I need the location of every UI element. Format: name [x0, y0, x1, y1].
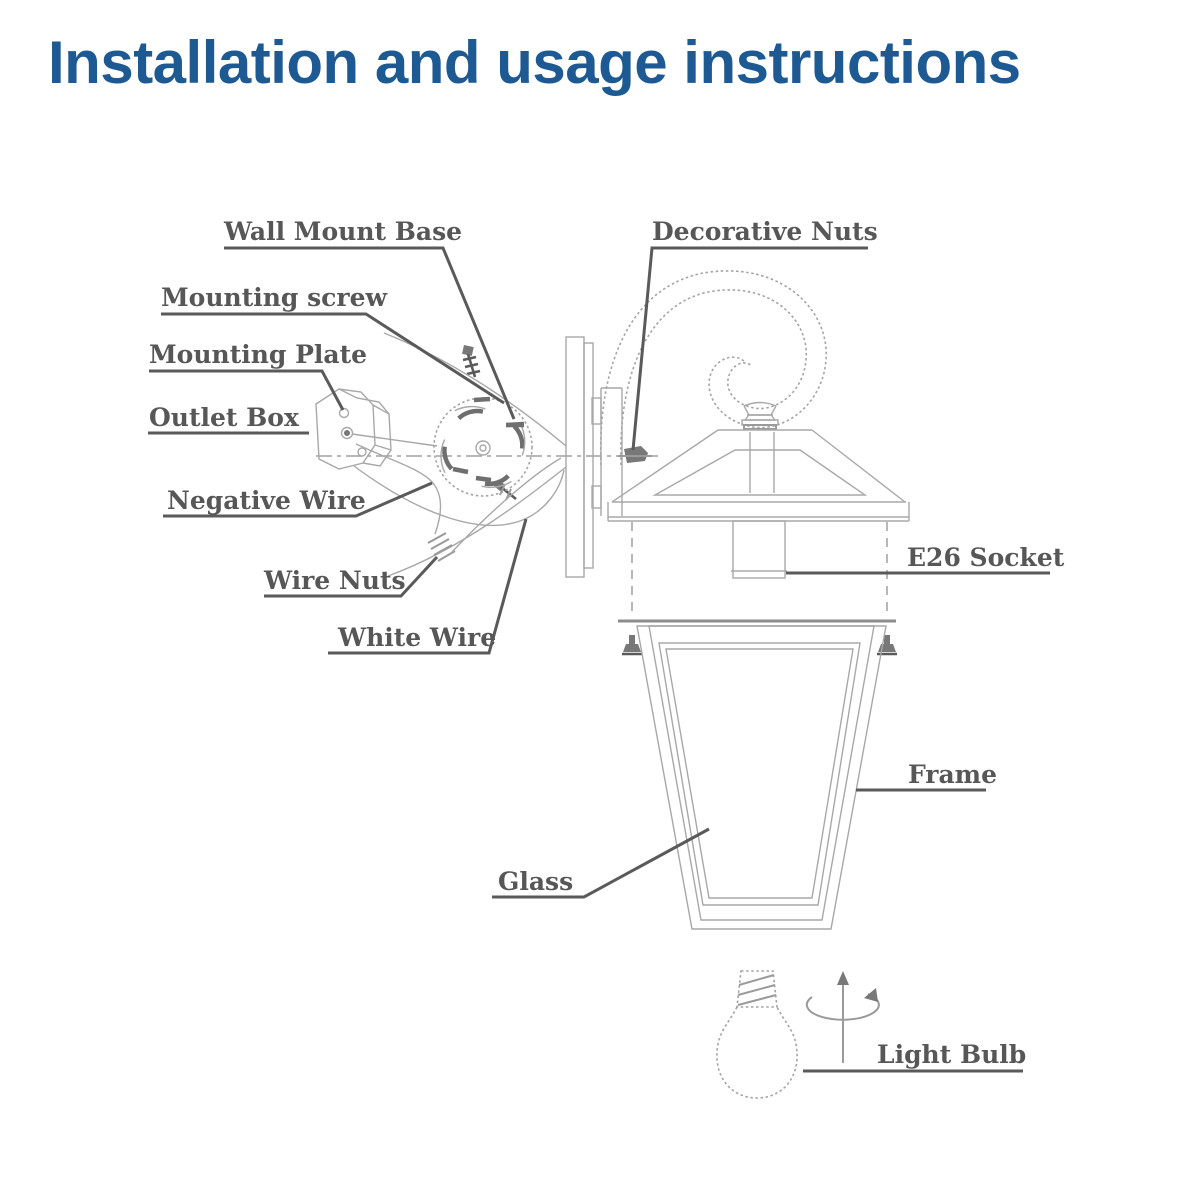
label-outlet-box: Outlet Box [149, 403, 300, 432]
socket-drawing [731, 520, 787, 579]
white-wire-leader [328, 518, 528, 655]
box-screw-head [344, 430, 350, 436]
rim-screw-icon [622, 635, 642, 656]
roof-drawing [607, 429, 910, 522]
wall-mount-base-leader [224, 246, 516, 420]
glass-drawing [658, 642, 861, 906]
lantern-body-drawing [618, 619, 897, 930]
label-wall-mount-base: Wall Mount Base [223, 217, 462, 246]
label-negative-wire: Negative Wire [167, 486, 366, 515]
negative-wire-leader [163, 481, 433, 518]
outlet-box-drawing [315, 388, 438, 470]
label-mounting-plate: Mounting Plate [149, 340, 367, 369]
label-glass: Glass [498, 867, 573, 896]
decorative-nut-icon [618, 446, 652, 463]
wire-nut-icon [427, 532, 456, 562]
label-mounting-screw: Mounting screw [161, 283, 388, 312]
decorative-nuts-leader [631, 246, 868, 451]
canopy-drawing [383, 332, 567, 577]
mounting-plate-drawing [433, 396, 533, 497]
wall-plate-drawing [565, 336, 623, 578]
white-wire-line [353, 465, 565, 527]
label-light-bulb: Light Bulb [877, 1040, 1026, 1069]
label-frame: Frame [908, 760, 997, 789]
mounting-screw-icon [462, 345, 481, 378]
bulb-drawing [716, 970, 798, 1099]
rim-screw-icon-2 [877, 635, 897, 656]
leader-lines [148, 246, 1050, 1073]
mounting-plate-leader [149, 369, 345, 411]
finial-drawing [741, 401, 779, 430]
label-wire-nuts: Wire Nuts [263, 566, 406, 595]
glass-leader [492, 827, 710, 899]
frame-drawing [636, 625, 887, 930]
mounting-screw-leader [161, 312, 505, 405]
page-title: Installation and usage instructions [48, 29, 1021, 96]
wire-nuts-leader [264, 555, 439, 598]
scroll-arm-drawing [599, 270, 827, 466]
label-white-wire: White Wire [337, 623, 496, 652]
label-e26-socket: E26 Socket [907, 543, 1065, 572]
label-decorative-nuts: Decorative Nuts [652, 217, 878, 246]
negative-wire-line [355, 443, 442, 535]
rotation-arrow-icon [805, 971, 880, 1063]
wire-after-nut [451, 457, 562, 553]
